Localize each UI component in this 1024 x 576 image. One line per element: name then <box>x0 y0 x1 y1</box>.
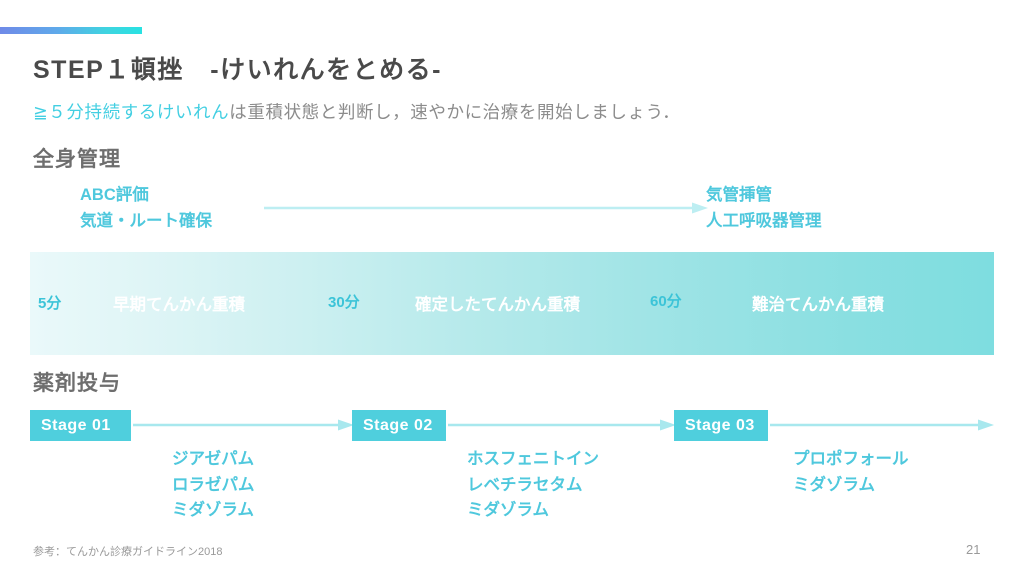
reference-note: 参考：てんかん診療ガイドライン2018 <box>33 546 223 558</box>
airway-route-line: 気道・ルート確保 <box>80 212 212 230</box>
slide-subtitle: ≧５分持続するけいれんは重積状態と判断し，速やかに治療を開始しましょう． <box>33 99 680 124</box>
drug-item: ミダゾラム <box>172 501 255 519</box>
section-heading-medication: 薬剤投与 <box>33 372 121 395</box>
timeline-label-refractory: 難治てんかん重積 <box>752 296 884 314</box>
intubation-line: 気管挿管 <box>706 186 772 204</box>
drug-list-stage-01: ジアゼパム ロラゼパム ミダゾラム <box>172 447 255 524</box>
stage-arrow-02-icon <box>448 419 676 431</box>
systemic-right-text: 気管挿管 人工呼吸器管理 <box>706 182 822 234</box>
drug-item: ミダゾラム <box>467 501 550 519</box>
page-title: STEP１頓挫 -けいれんをとめる- <box>33 56 442 84</box>
systemic-left-text: ABC評価 気道・ルート確保 <box>80 182 212 234</box>
stage-arrow-01-icon <box>133 419 354 431</box>
stage-badge-01[interactable]: Stage 01 <box>30 410 131 441</box>
drug-item: レベチラセタム <box>467 475 583 494</box>
drug-list-stage-02: ホスフェニトイン レベチラセタム ミダゾラム <box>467 447 599 524</box>
drug-item: ミダゾラム <box>793 475 876 494</box>
abc-evaluation-line: ABC評価 <box>80 186 149 204</box>
stage-badge-03[interactable]: Stage 03 <box>674 410 768 441</box>
drug-item: プロポフォール <box>793 450 909 468</box>
stage-badge-02[interactable]: Stage 02 <box>352 410 446 441</box>
timeline-label-early: 早期てんかん重積 <box>113 296 245 314</box>
timeline-time-5min: 5分 <box>38 295 62 312</box>
stage-arrow-03-icon <box>770 419 994 431</box>
timeline-band <box>30 252 994 355</box>
systemic-management-arrow-icon <box>264 202 708 214</box>
section-heading-systemic-management: 全身管理 <box>33 148 121 171</box>
page-number: 21 <box>966 542 981 557</box>
drug-list-stage-03: プロポフォール ミダゾラム <box>793 447 909 498</box>
timeline-time-60min: 60分 <box>650 293 682 310</box>
timeline-label-established: 確定したてんかん重積 <box>415 296 580 314</box>
ventilator-line: 人工呼吸器管理 <box>706 212 822 230</box>
timeline-time-30min: 30分 <box>328 294 360 311</box>
top-accent-bar <box>0 27 142 34</box>
subtitle-rest: は重積状態と判断し，速やかに治療を開始しましょう． <box>229 102 681 122</box>
subtitle-highlight: ≧５分持続するけいれん <box>33 102 230 122</box>
drug-item: ロラゼパム <box>172 475 255 494</box>
drug-item: ホスフェニトイン <box>467 450 599 468</box>
drug-item: ジアゼパム <box>172 450 255 468</box>
